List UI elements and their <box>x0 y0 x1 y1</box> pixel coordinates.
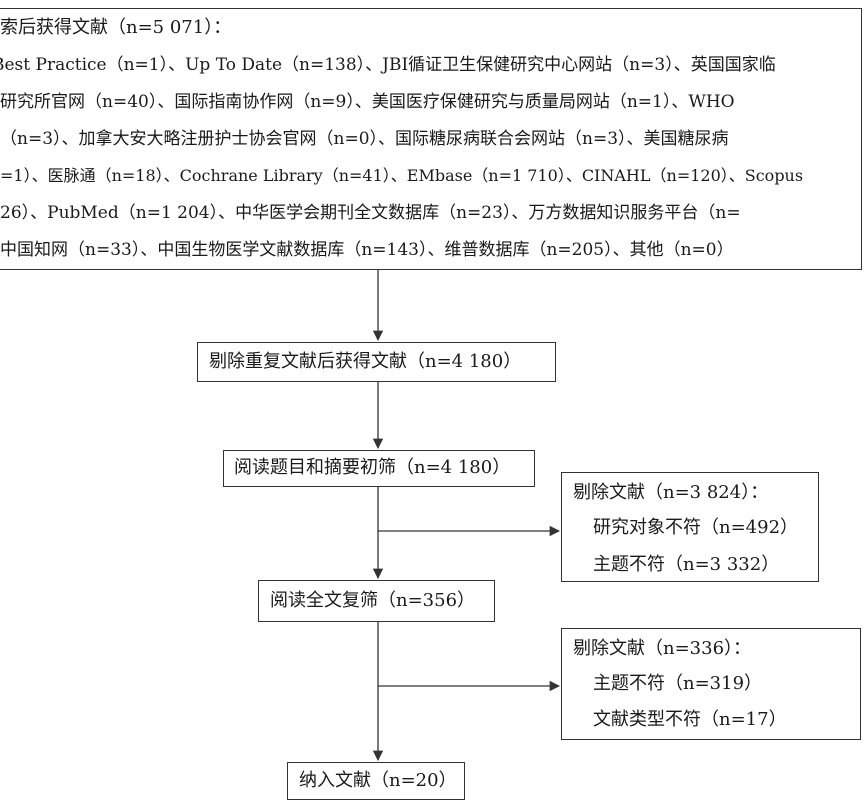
search-results-line-2: Best Practice（n=1）、Up To Date（n=138）、JBI… <box>0 55 776 75</box>
search-results-line-7: 中国知网（n=33）、中国生物医学文献数据库（n=143）、维普数据库（n=20… <box>0 240 734 260</box>
included-studies-box <box>287 762 465 800</box>
exclusion-box-1 <box>561 472 819 582</box>
dedup-box <box>197 342 556 382</box>
title-abstract-screening-label: 阅读题目和摘要初筛（n=4 180） <box>234 457 511 478</box>
included-studies-label: 纳入文献（n=20） <box>299 770 457 791</box>
exclusion-box-2-reason-2: 文献类型不符（n=17） <box>593 709 787 730</box>
exclusion-box-1-reason-1: 研究对象不符（n=492） <box>593 517 799 538</box>
search-results-line-5: =1）、医脉通（n=18）、Cochrane Library（n=41）、EMb… <box>0 166 804 185</box>
fulltext-screening-box <box>258 580 495 622</box>
fulltext-screening-label: 阅读全文复筛（n=356） <box>270 590 476 611</box>
exclusion-box-2-reason-1: 主题不符（n=319） <box>593 673 763 694</box>
search-results-line-3: 研究所官网（n=40）、国际指南协作网（n=9）、美国医疗保健研究与质量局网站（… <box>0 92 735 112</box>
search-results-box <box>0 8 862 270</box>
dedup-box-label: 剔除重复文献后获得文献（n=4 180） <box>209 351 522 372</box>
title-abstract-screening-box <box>223 450 535 487</box>
exclusion-box-2-title: 剔除文献（n=336）： <box>573 638 752 659</box>
exclusion-box-1-reason-2: 主题不符（n=3 332） <box>593 554 780 575</box>
exclusion-box-2 <box>561 628 861 740</box>
search-results-line-6: 26）、PubMed（n=1 204）、中华医学会期刊全文数据库（n=23）、万… <box>0 203 741 223</box>
search-results-line-1: 索后获得文献（n=5 071）： <box>0 17 232 38</box>
search-results-line-4: （n=3）、加拿大安大略注册护士协会官网（n=0）、国际糖尿病联合会网站（n=3… <box>0 129 729 149</box>
exclusion-box-1-title: 剔除文献（n=3 824）： <box>573 482 769 503</box>
